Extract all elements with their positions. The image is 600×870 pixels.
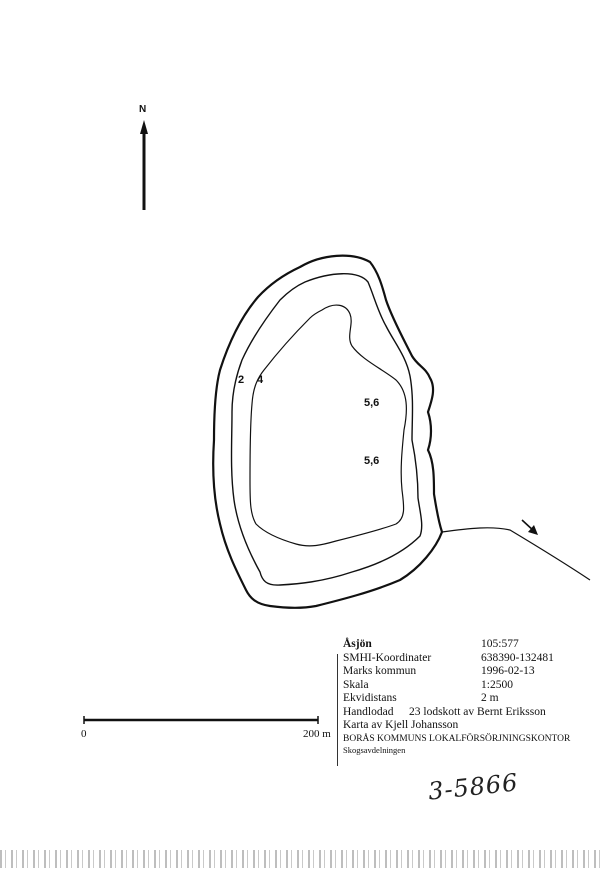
outlet-stream <box>441 527 591 581</box>
contour-4m <box>249 304 407 547</box>
scale-label: Skala <box>343 678 369 691</box>
lake-name: Åsjön <box>343 638 372 650</box>
north-label: N <box>139 104 147 115</box>
info-divider <box>337 654 338 766</box>
scale-bar <box>83 716 319 724</box>
scale-start-label: 0 <box>81 728 87 740</box>
department-name: Skogsavdelningen <box>343 744 406 755</box>
contour-label-2: 2 <box>238 374 245 386</box>
lake-id: 105:577 <box>481 638 519 650</box>
contour-interval-value: 2 m <box>481 692 499 704</box>
scale-value: 1:2500 <box>481 678 513 691</box>
shoreline <box>212 254 444 609</box>
coord-value: 638390-132481 <box>481 651 554 664</box>
contour-interval-label: Ekvidistans <box>343 692 397 704</box>
depth-label: 5,6 <box>364 455 380 467</box>
north-arrow-icon <box>140 120 148 210</box>
depth-label: 5,6 <box>364 397 380 409</box>
survey-detail: 23 lodskott av Bernt Eriksson <box>409 705 546 718</box>
municipality: Marks kommun <box>343 665 417 677</box>
map-author: Karta av Kjell Johansson <box>343 719 459 731</box>
office-name: BORÅS KOMMUNS LOKALFÖRSÖRJNINGSKONTOR <box>343 733 571 744</box>
coord-label: SMHI-Koordinater <box>343 651 432 664</box>
flow-arrow-icon <box>521 519 538 535</box>
map-info-block: Åsjön 105:577 SMHI-Koordinater 638390-13… <box>343 638 570 756</box>
contour-label-4: 4 <box>257 374 264 386</box>
scale-end-label: 200 m <box>303 728 331 740</box>
survey-method: Handlodad <box>343 705 394 718</box>
survey-date: 1996-02-13 <box>481 665 535 677</box>
scan-noise <box>0 850 600 868</box>
contour-2m <box>230 273 423 586</box>
